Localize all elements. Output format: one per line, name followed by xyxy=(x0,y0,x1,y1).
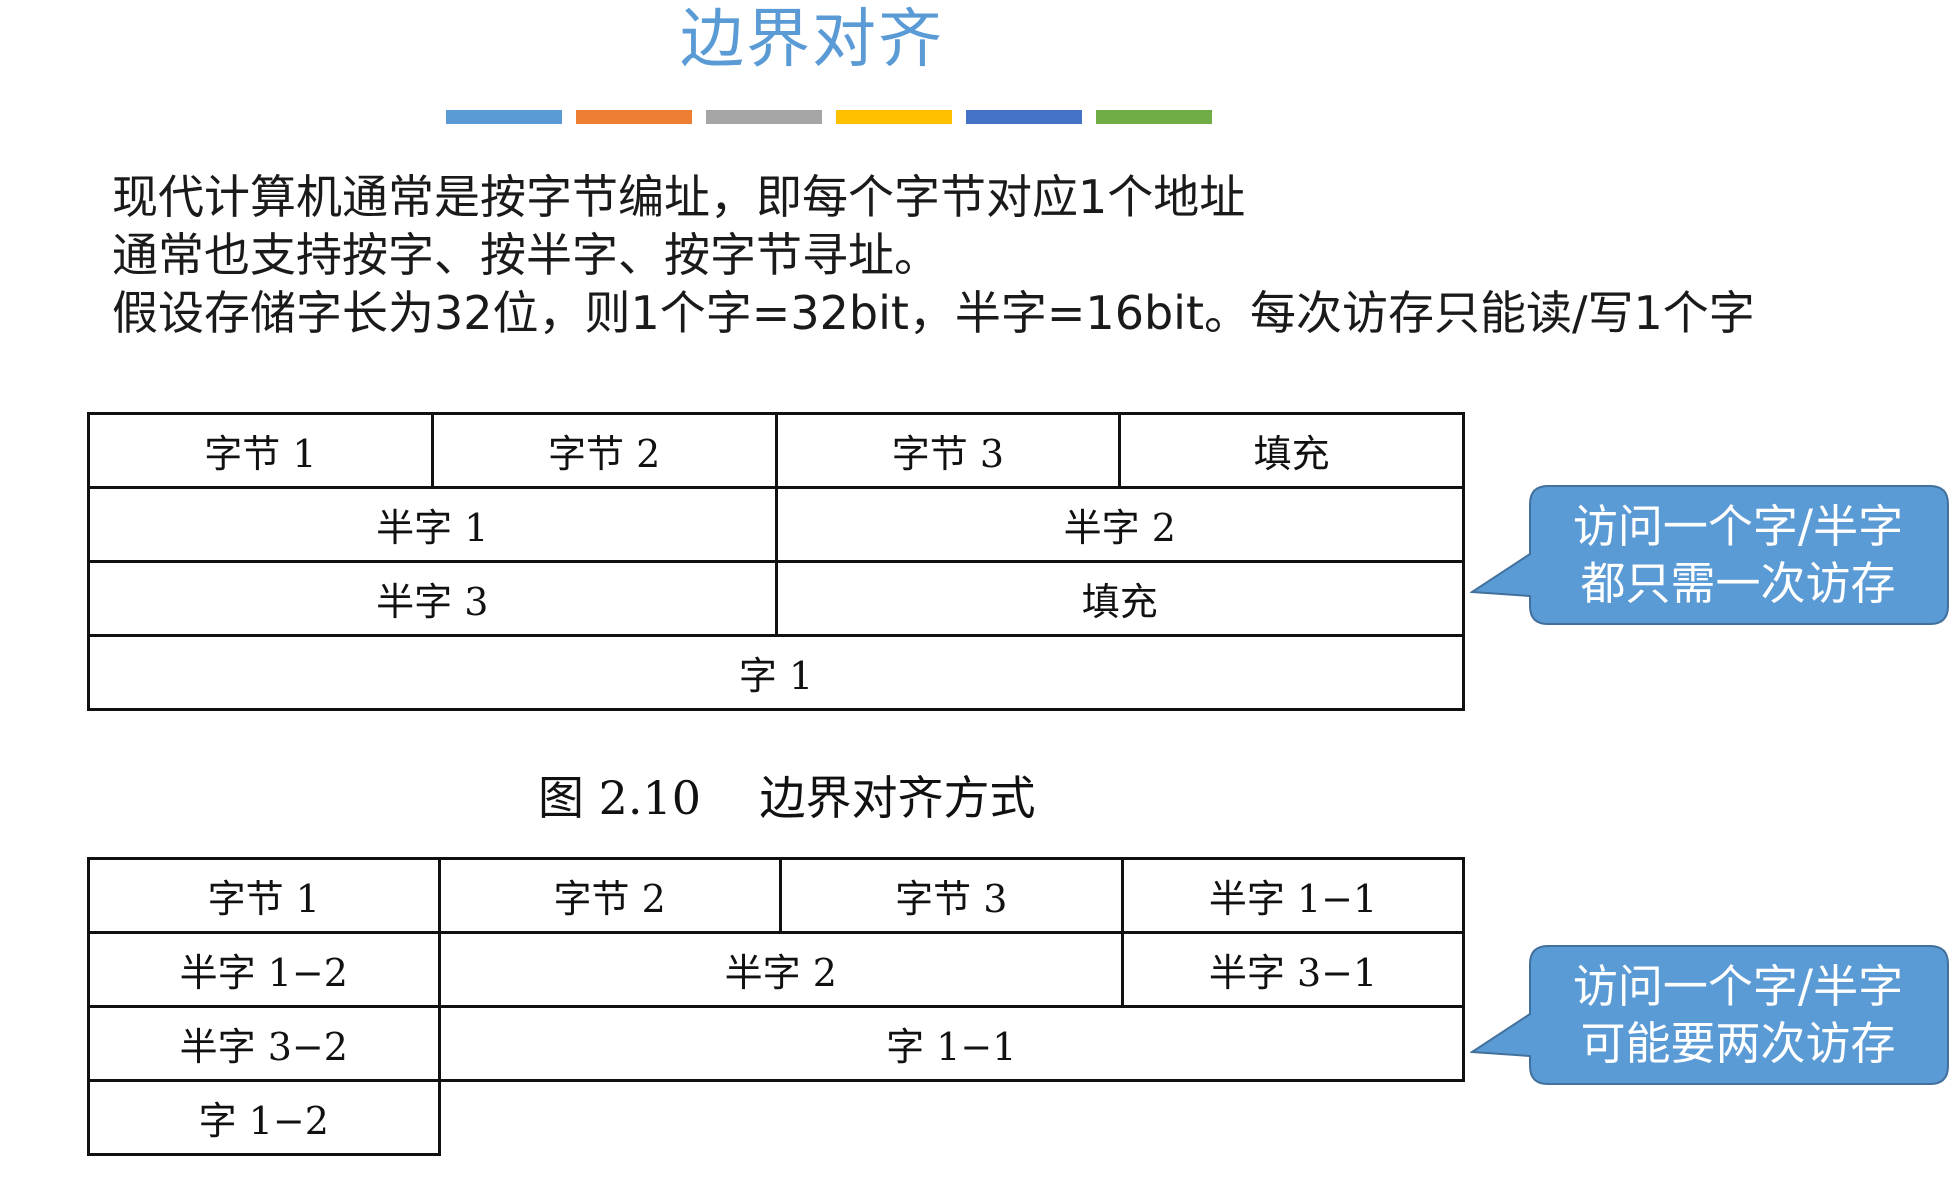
callout-line-1: 访问一个字/半字 xyxy=(1572,960,1904,1013)
table-cell: 填充 xyxy=(1118,412,1465,489)
table-row: 字 1−2 xyxy=(87,1079,1464,1156)
callout-bubble xyxy=(1470,485,1949,625)
intro-line-2: 通常也支持按字、按半字、按字节寻址。 xyxy=(112,228,940,282)
table-cell: 字节 3 xyxy=(778,857,1125,934)
accent-bar-blue xyxy=(446,110,562,124)
table-cell: 半字 1−2 xyxy=(87,931,441,1008)
table-row: 半字 1 半字 2 xyxy=(87,486,1465,563)
callout-line-1: 访问一个字/半字 xyxy=(1572,500,1904,553)
callout-bubble xyxy=(1470,945,1949,1085)
table-cell: 半字 1−1 xyxy=(1121,857,1465,934)
table-row: 字 1 xyxy=(87,634,1465,711)
unaligned-memory-table: 字节 1 字节 2 字节 3 半字 1−1 半字 1−2 半字 2 半字 3−1… xyxy=(87,857,1466,1156)
figure-caption: 图 2.10 边界对齐方式 xyxy=(538,771,1036,825)
table-cell: 半字 3−2 xyxy=(87,1005,441,1082)
empty-cell xyxy=(439,1079,1464,1155)
table-row: 字节 1 字节 2 字节 3 填充 xyxy=(87,412,1465,489)
table-cell: 字节 1 xyxy=(87,412,434,489)
table-cell: 半字 3 xyxy=(87,560,778,637)
intro-text: 现代计算机通常是按字节编址，即每个字节对应1个地址 通常也支持按字、按半字、按字… xyxy=(112,168,1812,342)
callout-double-access: 访问一个字/半字 可能要两次访存 xyxy=(1470,944,1950,1086)
callout-single-access: 访问一个字/半字 都只需一次访存 xyxy=(1470,484,1950,626)
intro-line-1: 现代计算机通常是按字节编址，即每个字节对应1个地址 xyxy=(112,170,1246,224)
table-cell: 半字 2 xyxy=(774,486,1465,563)
table-cell: 字节 3 xyxy=(774,412,1122,489)
table-row: 半字 3−2 字 1−1 xyxy=(87,1005,1466,1082)
table-row: 半字 3 填充 xyxy=(87,560,1465,637)
table-cell: 半字 2 xyxy=(437,931,1125,1008)
table-cell: 字节 2 xyxy=(437,857,782,934)
accent-bar-yellow xyxy=(836,110,952,124)
table-cell: 半字 1 xyxy=(87,486,778,563)
table-cell: 字 1 xyxy=(87,634,1465,711)
aligned-memory-table: 字节 1 字节 2 字节 3 填充 半字 1 半字 2 半字 3 填充 字 1 xyxy=(87,412,1465,711)
page-title: 边界对齐 xyxy=(680,3,944,77)
accent-bar-gray xyxy=(706,110,822,124)
intro-line-3: 假设存储字长为32位，则1个字=32bit，半字=16bit。每次访存只能读/写… xyxy=(112,286,1755,340)
callout-line-2: 都只需一次访存 xyxy=(1580,557,1896,610)
table-cell: 字节 2 xyxy=(430,412,778,489)
table-cell: 半字 3−1 xyxy=(1121,931,1465,1008)
accent-bar-orange xyxy=(576,110,692,124)
table-cell: 字 1−2 xyxy=(87,1079,441,1156)
accent-bar-green xyxy=(1096,110,1212,124)
table-row: 字节 1 字节 2 字节 3 半字 1−1 xyxy=(87,857,1465,934)
table-row: 半字 1−2 半字 2 半字 3−1 xyxy=(87,931,1465,1008)
table-cell: 填充 xyxy=(774,560,1465,637)
table-cell: 字节 1 xyxy=(87,857,441,934)
callout-line-2: 可能要两次访存 xyxy=(1580,1017,1896,1070)
accent-bar-darkblue xyxy=(966,110,1082,124)
table-cell: 字 1−1 xyxy=(437,1005,1466,1082)
